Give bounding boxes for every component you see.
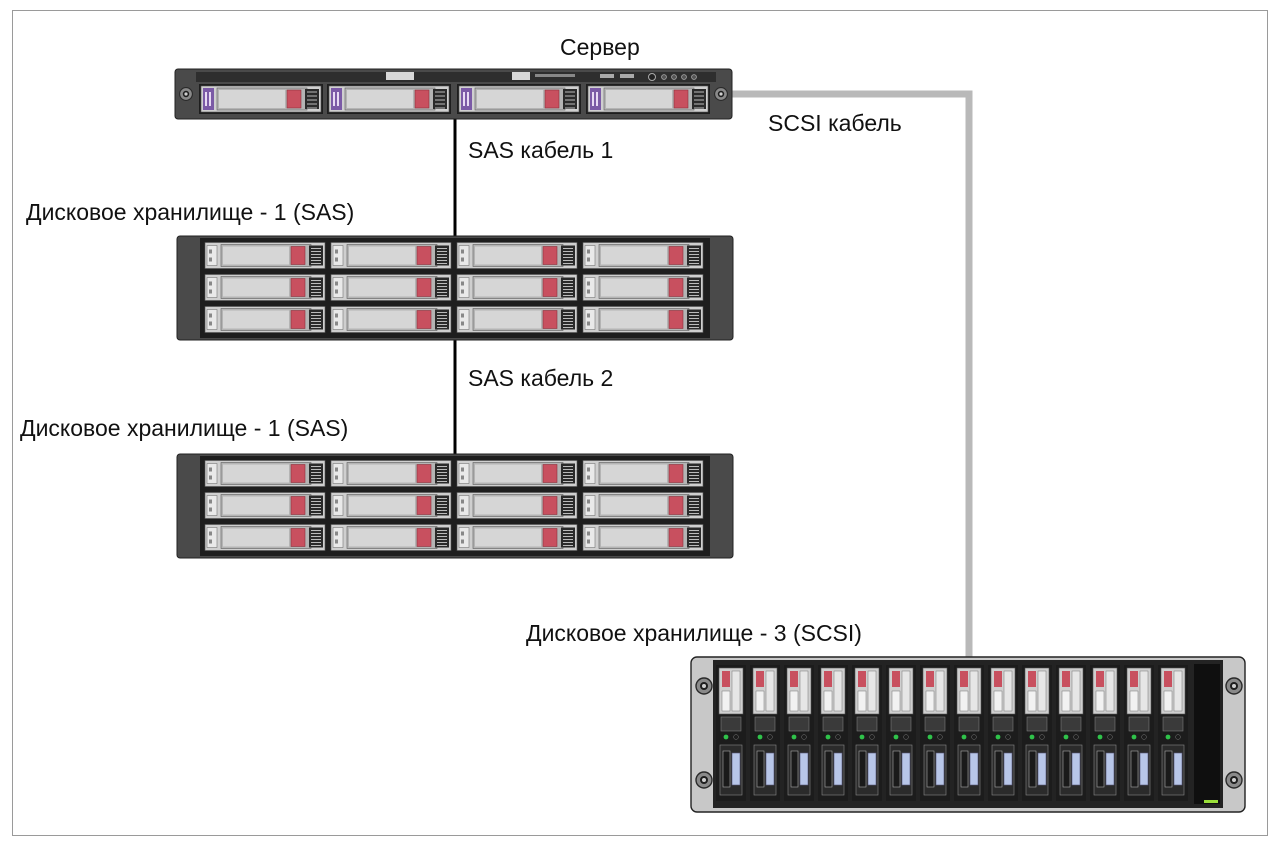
storage-2-label: Дисковое хранилище - 1 (SAS) <box>20 415 349 441</box>
server-drive-2 <box>327 84 451 114</box>
server-drive-3 <box>457 84 581 114</box>
scsi-enclosure <box>690 656 1246 813</box>
sas-enclosure-2 <box>176 453 734 559</box>
server-label: Сервер <box>560 34 640 60</box>
sas-cable-1-label: SAS кабель 1 <box>468 137 614 163</box>
storage-1-label: Дисковое хранилище - 1 (SAS) <box>26 199 355 225</box>
sas-cable-2-label: SAS кабель 2 <box>468 365 614 391</box>
server-drive-1 <box>199 84 323 114</box>
diagram-frame <box>12 10 1268 836</box>
storage-3-label: Дисковое хранилище - 3 (SCSI) <box>526 620 862 646</box>
server-drive-4 <box>586 84 710 114</box>
server-device <box>174 68 733 120</box>
scsi-cable <box>731 90 973 660</box>
scsi-cable-label: SCSI кабель <box>768 110 902 136</box>
sas-enclosure-1 <box>176 235 734 341</box>
